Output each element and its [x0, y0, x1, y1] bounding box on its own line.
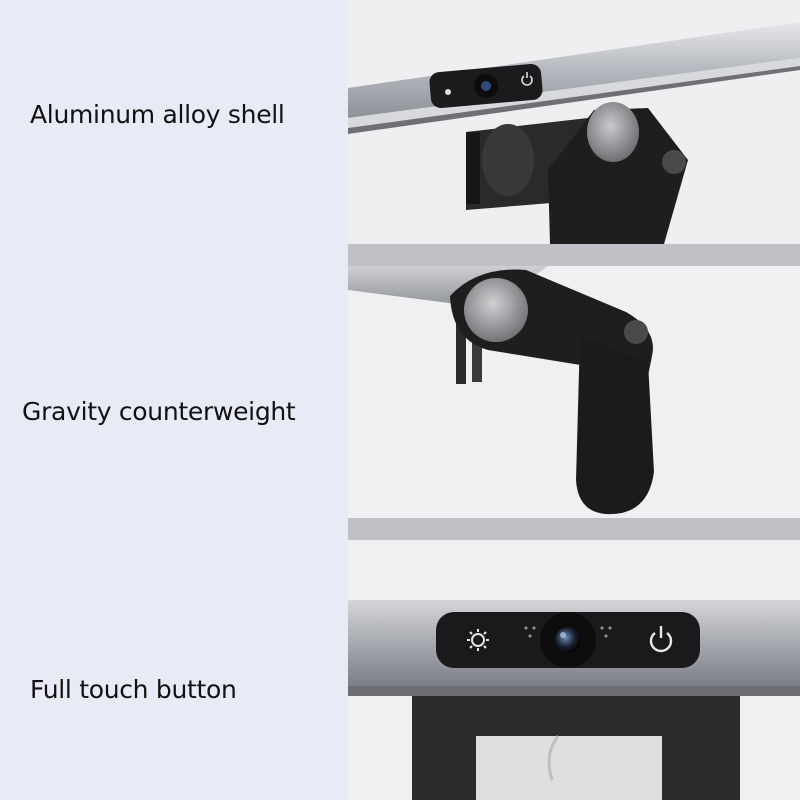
lamp-bar-top-view-image — [348, 22, 800, 244]
counterweight-clip-side-view-image — [348, 266, 654, 515]
power-icon — [649, 626, 673, 653]
caption-panel: Aluminum alloy shell Gravity counterweig… — [0, 0, 348, 800]
webcam-lens-icon — [540, 612, 596, 668]
photo-divider — [348, 518, 800, 540]
touch-button-panel-front-view-image — [348, 600, 800, 800]
caption-full-touch-button: Full touch button — [30, 675, 237, 704]
sun-icon — [467, 629, 489, 651]
caption-aluminum-shell: Aluminum alloy shell — [30, 100, 285, 129]
photo-divider — [348, 244, 800, 266]
photo-aluminum-shell — [348, 0, 800, 244]
sun-icon — [445, 89, 451, 95]
photo-gravity-counterweight — [348, 266, 800, 518]
power-icon — [521, 72, 533, 86]
caption-gravity-counterweight: Gravity counterweight — [22, 397, 296, 426]
photo-full-touch-button — [348, 540, 800, 800]
photo-panel — [348, 0, 800, 800]
